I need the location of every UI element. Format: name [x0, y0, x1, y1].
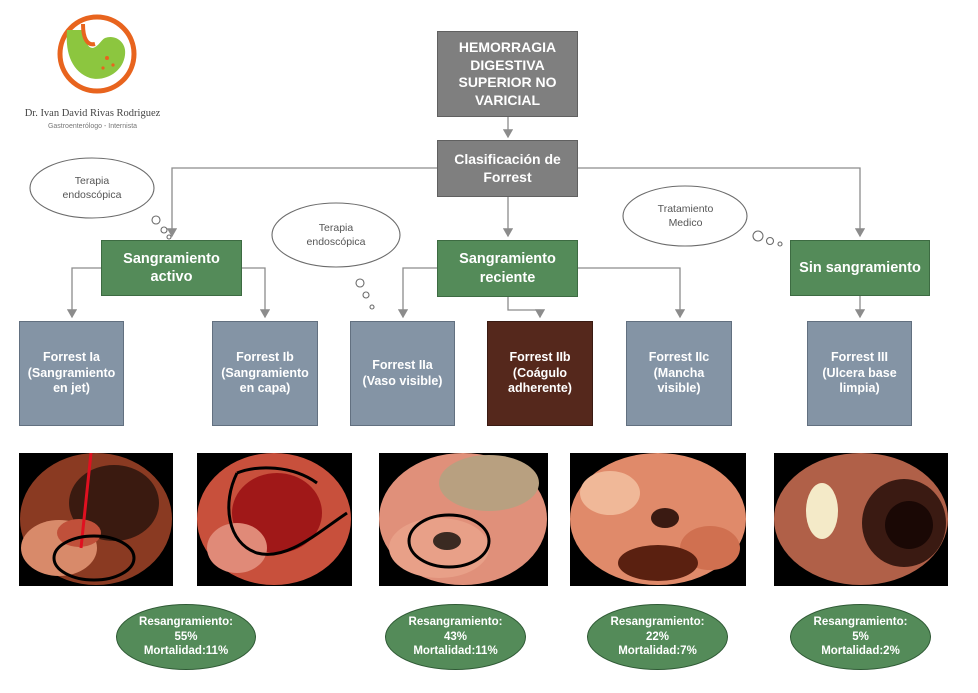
cloud-shape-icon	[271, 202, 401, 310]
mortality-value: Mortalidad:7%	[618, 645, 697, 658]
forrest-iii-box: Forrest III (Ulcera base limpia)	[807, 321, 912, 426]
forrest-iib-box: Forrest IIb (Coágulo adherente)	[487, 321, 593, 426]
medical-cloud: Tratamiento Medico	[620, 180, 785, 250]
logo-doctor-name: Dr. Ivan David Rivas Rodriguez	[24, 108, 161, 119]
mortality-value: Mortalidad:11%	[143, 645, 229, 658]
therapy-cloud-1-text: Terapia endoscópica	[62, 174, 122, 201]
stomach-logo-icon	[45, 10, 140, 100]
outcome-oval-2: Resangramiento: 43% Mortalidad:11%	[385, 604, 526, 670]
rebleed-label: Resangramiento:	[813, 615, 908, 628]
rebleed-label: Resangramiento:	[610, 615, 705, 628]
outcome-oval-1: Resangramiento: 55% Mortalidad:11%	[116, 604, 256, 670]
forrest-iic-box: Forrest IIc (Mancha visible)	[626, 321, 732, 426]
rebleed-value: 43%	[443, 630, 468, 643]
no-bleeding-box: Sin sangramiento	[790, 240, 930, 296]
endoscopy-image-iic	[570, 453, 746, 586]
endoscopy-image-ia	[19, 453, 173, 586]
therapy-cloud-2: Terapia endoscópica	[268, 195, 408, 313]
mortality-value: Mortalidad:2%	[821, 645, 900, 658]
recent-bleeding-box: Sangramiento reciente	[437, 240, 578, 297]
endoscopy-image-iia	[379, 453, 548, 586]
forrest-ia-box: Forrest Ia (Sangramiento en jet)	[19, 321, 124, 426]
forrest-iia-box: Forrest IIa (Vaso visible)	[350, 321, 455, 426]
logo-subtitle: Gastroenterólogo - Internista	[47, 123, 138, 130]
active-bleeding-box: Sangramiento activo	[101, 240, 242, 296]
therapy-cloud-1: Terapia endoscópica	[22, 148, 172, 240]
outcome-oval-3: Resangramiento: 22% Mortalidad:7%	[587, 604, 728, 670]
medical-cloud-text: Tratamiento Medico	[657, 202, 714, 229]
rebleed-label: Resangramiento:	[408, 615, 503, 628]
therapy-cloud-2-text: Terapia endoscópica	[306, 221, 366, 248]
endoscopy-image-iii	[774, 453, 948, 586]
endoscopy-image-ib	[197, 453, 352, 586]
rebleed-value: 5%	[852, 630, 869, 643]
rebleed-value: 22%	[645, 630, 670, 643]
cloud-shape-icon	[29, 157, 172, 240]
cloud-shape-icon	[622, 185, 783, 247]
rebleed-value: 55%	[174, 630, 198, 643]
outcome-oval-4: Resangramiento: 5% Mortalidad:2%	[790, 604, 931, 670]
root-box: HEMORRAGIA DIGESTIVA SUPERIOR NO VARICIA…	[437, 31, 578, 117]
forrest-ib-box: Forrest Ib (Sangramiento en capa)	[212, 321, 318, 426]
forrest-classification-box: Clasificación de Forrest	[437, 140, 578, 197]
mortality-value: Mortalidad:11%	[413, 645, 498, 658]
rebleed-label: Resangramiento:	[139, 615, 233, 628]
